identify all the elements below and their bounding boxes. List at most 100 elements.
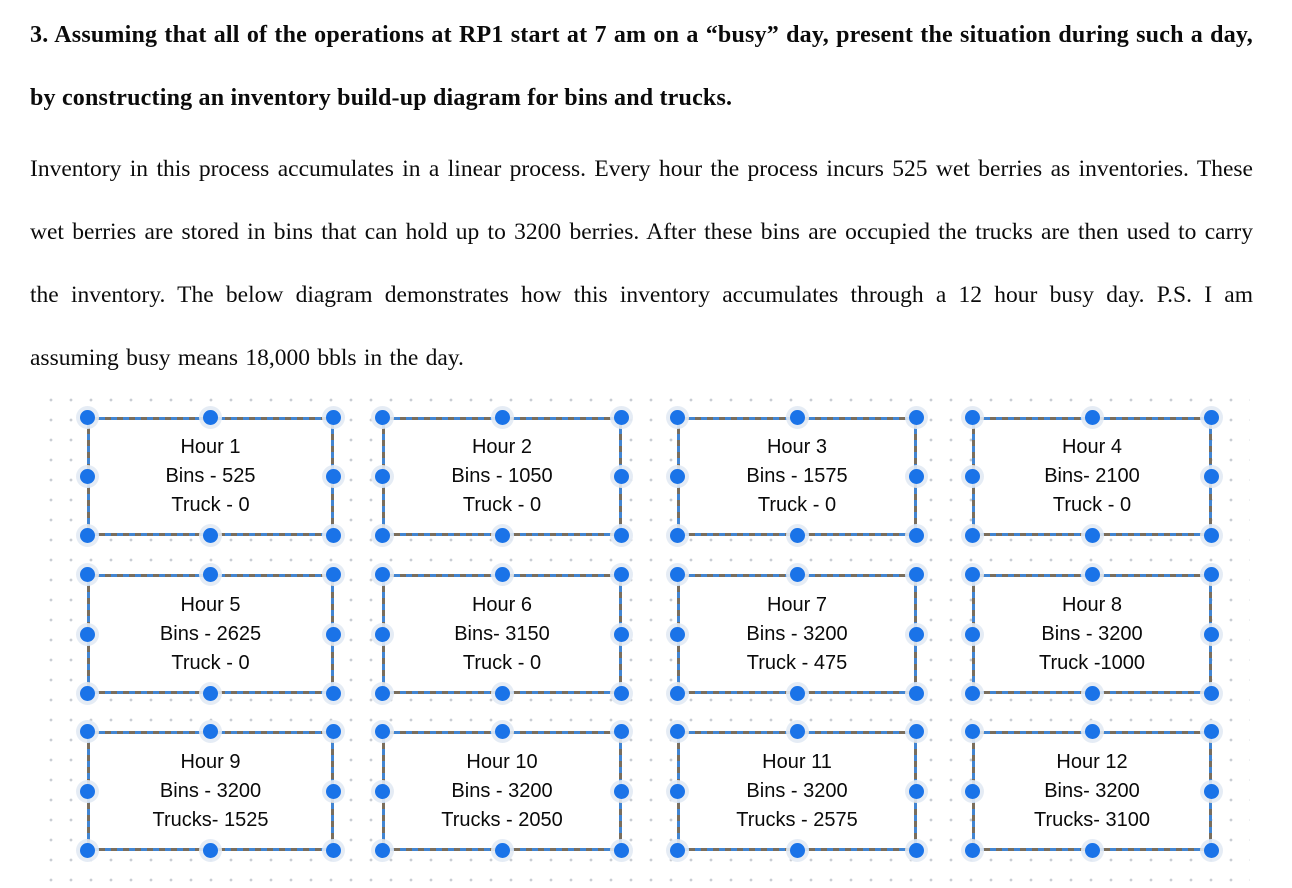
selection-handle-tm[interactable]	[789, 724, 805, 739]
selection-handle-br[interactable]	[909, 686, 924, 701]
selection-handle-bl[interactable]	[965, 686, 980, 701]
selection-handle-mr[interactable]	[326, 469, 341, 484]
selection-handle-ml[interactable]	[670, 783, 685, 799]
selection-handle-bm[interactable]	[494, 686, 510, 701]
selection-handle-tl[interactable]	[670, 567, 685, 582]
hour-box-12[interactable]: Hour 12 Bins- 3200 Trucks- 3100	[965, 724, 1219, 858]
selection-handle-bl[interactable]	[80, 843, 95, 858]
selection-handle-ml[interactable]	[670, 626, 685, 642]
selection-handle-tl[interactable]	[965, 724, 980, 739]
selection-handle-ml[interactable]	[80, 469, 95, 484]
selection-handle-bl[interactable]	[670, 528, 685, 543]
selection-handle-bm[interactable]	[789, 843, 805, 858]
selection-handle-br[interactable]	[909, 528, 924, 543]
selection-handle-bl[interactable]	[670, 843, 685, 858]
hour-box-7[interactable]: Hour 7 Bins - 3200 Truck - 475	[670, 567, 924, 701]
selection-handle-bm[interactable]	[203, 528, 218, 543]
selection-handle-mr[interactable]	[1204, 783, 1219, 799]
selection-handle-ml[interactable]	[80, 626, 95, 642]
selection-handle-tr[interactable]	[614, 410, 629, 425]
selection-handle-tm[interactable]	[789, 410, 805, 425]
hour-box-3[interactable]: Hour 3 Bins - 1575 Truck - 0	[670, 410, 924, 543]
selection-handle-tl[interactable]	[670, 410, 685, 425]
selection-handle-bl[interactable]	[375, 843, 390, 858]
selection-handle-tm[interactable]	[203, 567, 218, 582]
selection-handle-bm[interactable]	[789, 686, 805, 701]
selection-handle-tl[interactable]	[375, 410, 390, 425]
selection-handle-br[interactable]	[1204, 686, 1219, 701]
selection-handle-ml[interactable]	[375, 626, 390, 642]
selection-handle-tm[interactable]	[494, 410, 510, 425]
selection-handle-bl[interactable]	[80, 686, 95, 701]
selection-handle-tr[interactable]	[326, 724, 341, 739]
selection-handle-tm[interactable]	[1084, 410, 1100, 425]
selection-handle-bm[interactable]	[789, 528, 805, 543]
selection-handle-bl[interactable]	[375, 686, 390, 701]
selection-handle-br[interactable]	[614, 528, 629, 543]
selection-handle-br[interactable]	[1204, 843, 1219, 858]
hour-box-8[interactable]: Hour 8 Bins - 3200 Truck -1000	[965, 567, 1219, 701]
selection-handle-tr[interactable]	[1204, 724, 1219, 739]
selection-handle-tl[interactable]	[80, 410, 95, 425]
selection-handle-tm[interactable]	[1084, 567, 1100, 582]
selection-handle-tl[interactable]	[965, 567, 980, 582]
hour-box-1[interactable]: Hour 1 Bins - 525 Truck - 0	[80, 410, 341, 543]
selection-handle-br[interactable]	[1204, 528, 1219, 543]
selection-handle-bm[interactable]	[1084, 843, 1100, 858]
selection-handle-ml[interactable]	[965, 469, 980, 484]
selection-handle-tm[interactable]	[494, 724, 510, 739]
selection-handle-tl[interactable]	[80, 724, 95, 739]
diagram-canvas[interactable]: Hour 1 Bins - 525 Truck - 0 Hour 2 Bins …	[45, 388, 1250, 888]
selection-handle-br[interactable]	[614, 686, 629, 701]
selection-handle-mr[interactable]	[909, 783, 924, 799]
selection-handle-tr[interactable]	[909, 410, 924, 425]
selection-handle-bm[interactable]	[1084, 528, 1100, 543]
selection-handle-ml[interactable]	[965, 626, 980, 642]
selection-handle-tr[interactable]	[1204, 567, 1219, 582]
selection-handle-tl[interactable]	[375, 724, 390, 739]
selection-handle-br[interactable]	[326, 528, 341, 543]
hour-box-6[interactable]: Hour 6 Bins- 3150 Truck - 0	[375, 567, 629, 701]
selection-handle-tm[interactable]	[494, 567, 510, 582]
selection-handle-tl[interactable]	[375, 567, 390, 582]
selection-handle-tr[interactable]	[909, 724, 924, 739]
selection-handle-br[interactable]	[326, 686, 341, 701]
selection-handle-bm[interactable]	[1084, 686, 1100, 701]
selection-handle-bm[interactable]	[203, 686, 218, 701]
selection-handle-ml[interactable]	[965, 783, 980, 799]
selection-handle-tm[interactable]	[789, 567, 805, 582]
selection-handle-mr[interactable]	[614, 626, 629, 642]
hour-box-5[interactable]: Hour 5 Bins - 2625 Truck - 0	[80, 567, 341, 701]
selection-handle-tm[interactable]	[203, 410, 218, 425]
selection-handle-tl[interactable]	[80, 567, 95, 582]
selection-handle-br[interactable]	[326, 843, 341, 858]
selection-handle-bl[interactable]	[965, 528, 980, 543]
selection-handle-bl[interactable]	[965, 843, 980, 858]
selection-handle-tl[interactable]	[965, 410, 980, 425]
selection-handle-mr[interactable]	[614, 469, 629, 484]
selection-handle-ml[interactable]	[375, 469, 390, 484]
selection-handle-bm[interactable]	[203, 843, 218, 858]
selection-handle-tm[interactable]	[1084, 724, 1100, 739]
hour-box-11[interactable]: Hour 11 Bins - 3200 Trucks - 2575	[670, 724, 924, 858]
hour-box-4[interactable]: Hour 4 Bins- 2100 Truck - 0	[965, 410, 1219, 543]
selection-handle-mr[interactable]	[614, 783, 629, 799]
selection-handle-bm[interactable]	[494, 843, 510, 858]
selection-handle-mr[interactable]	[909, 626, 924, 642]
hour-box-2[interactable]: Hour 2 Bins - 1050 Truck - 0	[375, 410, 629, 543]
selection-handle-tr[interactable]	[614, 724, 629, 739]
selection-handle-bl[interactable]	[375, 528, 390, 543]
selection-handle-tm[interactable]	[203, 724, 218, 739]
selection-handle-mr[interactable]	[326, 626, 341, 642]
selection-handle-tr[interactable]	[326, 567, 341, 582]
selection-handle-tr[interactable]	[1204, 410, 1219, 425]
selection-handle-bl[interactable]	[80, 528, 95, 543]
selection-handle-br[interactable]	[614, 843, 629, 858]
selection-handle-ml[interactable]	[375, 783, 390, 799]
selection-handle-mr[interactable]	[1204, 626, 1219, 642]
selection-handle-ml[interactable]	[670, 469, 685, 484]
hour-box-9[interactable]: Hour 9 Bins - 3200 Trucks- 1525	[80, 724, 341, 858]
selection-handle-mr[interactable]	[1204, 469, 1219, 484]
selection-handle-tr[interactable]	[909, 567, 924, 582]
selection-handle-br[interactable]	[909, 843, 924, 858]
